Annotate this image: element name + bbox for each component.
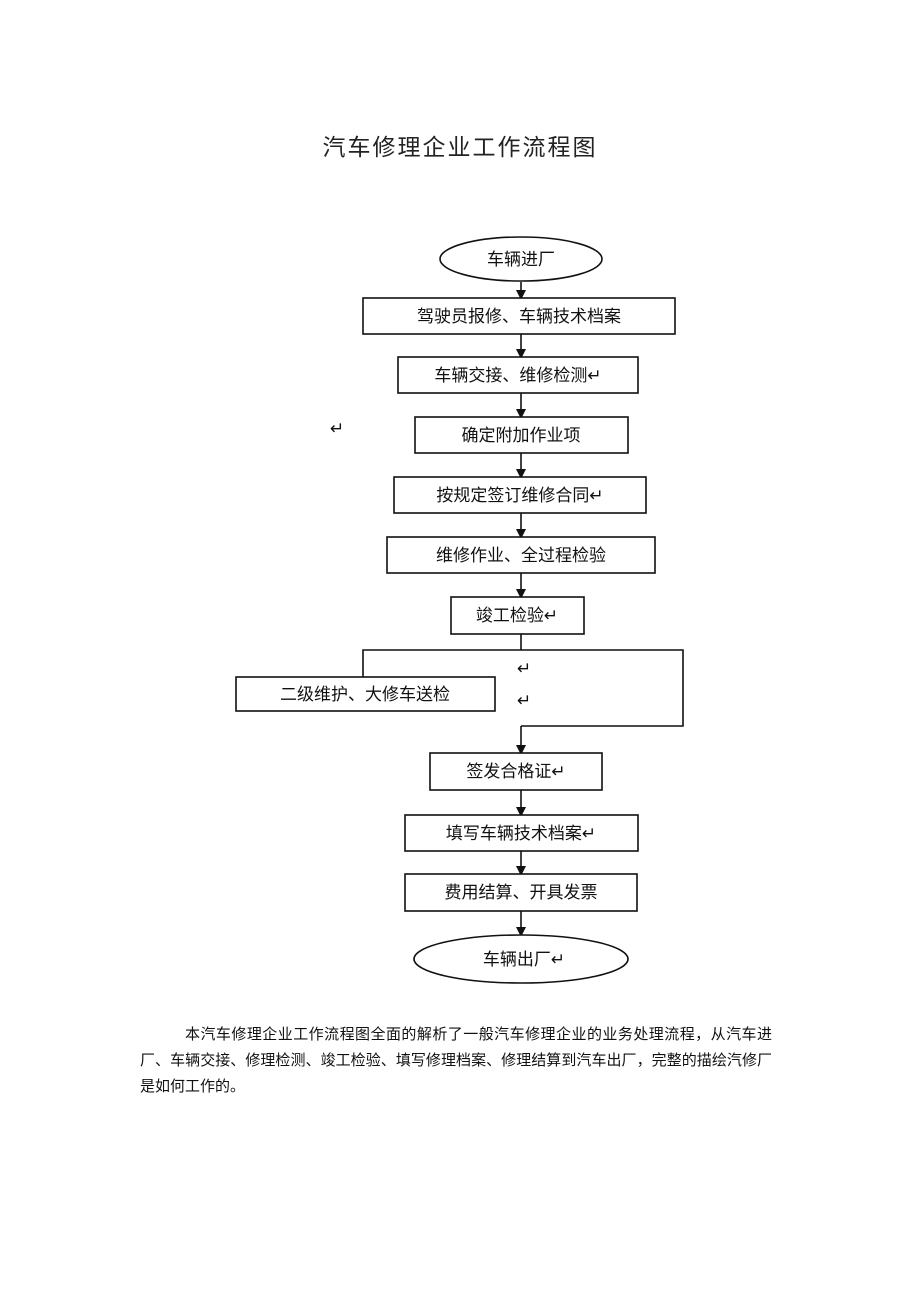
node-n9-label: 费用结算、开具发票 <box>445 883 598 903</box>
node-n3-label: 确定附加作业项 <box>462 426 581 446</box>
bypass-loop <box>362 649 684 727</box>
description-paragraph: 本汽车修理企业工作流程图全面的解析了一般汽车修理企业的业务处理流程，从汽车进厂、… <box>140 1025 772 1095</box>
node-n5: 维修作业、全过程检验 <box>386 536 656 574</box>
node-side-label: 二级维护、大修车送检 <box>280 685 450 705</box>
node-n4-label: 按规定签订维修合同↵ <box>436 486 603 506</box>
node-start: 车辆进厂 <box>439 236 603 282</box>
stray-mark-1: ↵ <box>330 419 344 439</box>
node-n5-label: 维修作业、全过程检验 <box>436 546 606 566</box>
node-n2: 车辆交接、维修检测↵ <box>397 356 639 394</box>
node-n3: 确定附加作业项 <box>414 416 629 454</box>
node-n6-label: 竣工检验↵ <box>476 606 558 626</box>
node-n1: 驾驶员报修、车辆技术档案 <box>362 297 676 335</box>
connectors <box>362 282 684 937</box>
node-n7: 签发合格证↵ <box>429 752 603 791</box>
node-n8-label: 填写车辆技术档案↵ <box>446 824 596 844</box>
node-n6: 竣工检验↵ <box>450 596 585 635</box>
node-n1-label: 驾驶员报修、车辆技术档案 <box>417 307 621 327</box>
node-n8: 填写车辆技术档案↵ <box>404 814 639 852</box>
node-n2-label: 车辆交接、维修检测↵ <box>434 366 601 386</box>
node-side: 二级维护、大修车送检 <box>235 676 496 712</box>
stray-mark-3: ↵ <box>517 691 531 711</box>
page-title: 汽车修理企业工作流程图 <box>322 135 598 161</box>
node-end: 车辆出厂↵ <box>413 934 629 984</box>
stray-mark-2: ↵ <box>517 659 531 679</box>
node-n4: 按规定签订维修合同↵ <box>393 476 647 514</box>
node-n9: 费用结算、开具发票 <box>404 873 638 912</box>
node-start-label: 车辆进厂 <box>487 250 555 270</box>
node-n7-label: 签发合格证↵ <box>466 762 565 782</box>
node-end-label: 车辆出厂↵ <box>483 950 565 970</box>
